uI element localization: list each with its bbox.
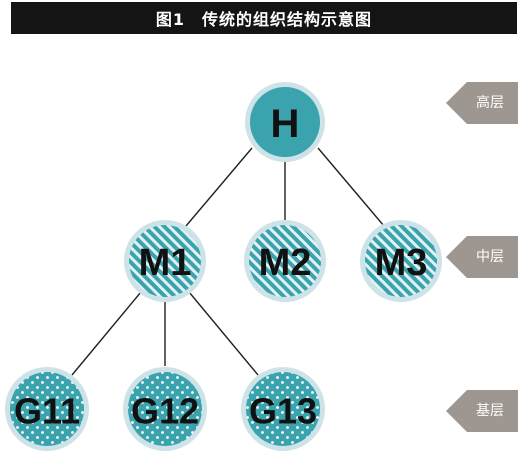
connectors bbox=[71, 147, 385, 376]
level-label-high: 高层 bbox=[476, 94, 504, 111]
level-arrow-base: 基层 bbox=[446, 390, 518, 432]
node-g12: G12 bbox=[123, 367, 207, 451]
node-g12-label: G12 bbox=[131, 391, 199, 432]
node-m3: M3 bbox=[360, 220, 442, 302]
node-g11-label: G11 bbox=[14, 391, 80, 432]
link-h-m3 bbox=[317, 147, 385, 227]
level-label-mid: 中层 bbox=[476, 249, 504, 265]
link-m1-g13 bbox=[188, 291, 259, 376]
figure-title: 图1 传统的组织结构示意图 bbox=[11, 2, 517, 34]
link-h-m1 bbox=[185, 147, 253, 227]
node-g13-label: G13 bbox=[249, 391, 317, 432]
level-label-base: 基层 bbox=[476, 402, 504, 419]
level-arrow-mid: 中层 bbox=[446, 236, 518, 278]
node-m3-label: M3 bbox=[375, 242, 428, 284]
node-m2: M2 bbox=[244, 220, 326, 302]
node-m2-label: M2 bbox=[259, 242, 312, 284]
node-g11: G11 bbox=[5, 367, 89, 451]
link-m1-g11 bbox=[71, 291, 142, 376]
node-h: H bbox=[245, 82, 325, 162]
figure-title-text: 图1 传统的组织结构示意图 bbox=[155, 10, 373, 29]
node-g13: G13 bbox=[241, 367, 325, 451]
node-h-label: H bbox=[271, 102, 300, 146]
node-m1-label: M1 bbox=[139, 242, 192, 284]
node-m1: M1 bbox=[124, 220, 206, 302]
level-arrow-high: 高层 bbox=[446, 82, 518, 124]
